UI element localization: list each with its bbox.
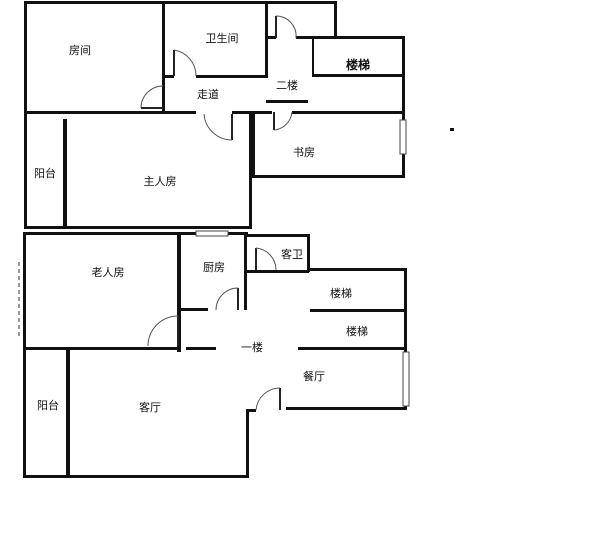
room-label-louti-a: 楼梯 xyxy=(330,286,352,300)
door xyxy=(275,15,297,39)
room-label-laorenfang: 老人房 xyxy=(92,266,125,279)
wall xyxy=(404,268,407,410)
wall xyxy=(252,175,404,178)
wall xyxy=(265,2,268,78)
room-label-zhurenfang: 主人房 xyxy=(144,175,177,188)
room-label-fangjian: 房间 xyxy=(69,44,91,57)
wall xyxy=(249,113,252,229)
room-label-erlou: 二楼 xyxy=(276,78,298,92)
wall xyxy=(24,232,248,235)
wall xyxy=(296,36,404,39)
room-label-keting: 客厅 xyxy=(139,400,161,414)
door xyxy=(255,387,281,411)
wall xyxy=(334,1,337,37)
room-label-louti-b: 楼梯 xyxy=(346,324,368,338)
door xyxy=(215,287,239,311)
lower-floor: 老人房 厨房 客卫 楼梯 楼梯 一楼 餐厅 阳台 客厅 xyxy=(18,230,410,478)
wall xyxy=(196,75,268,78)
upper-floor: 房间 卫生间 楼梯 二楼 走道 书房 阳台 主人房 xyxy=(24,1,454,229)
wall xyxy=(286,407,406,410)
wall xyxy=(23,232,26,478)
wall xyxy=(298,347,404,350)
wall xyxy=(402,36,405,178)
wall xyxy=(246,410,249,478)
wall xyxy=(244,234,310,237)
wall xyxy=(307,234,310,272)
wall xyxy=(177,234,181,352)
wall xyxy=(266,36,276,39)
room-label-weishengjian: 卫生间 xyxy=(206,31,239,45)
door xyxy=(203,113,233,141)
room-label-yilou: 一楼 xyxy=(241,340,263,354)
room-label-louti: 楼梯 xyxy=(346,57,370,72)
wall xyxy=(164,75,174,78)
door xyxy=(140,85,164,109)
room-label-shufang: 书房 xyxy=(293,146,315,159)
room-label-canting: 餐厅 xyxy=(303,369,325,383)
wall xyxy=(24,347,180,350)
window xyxy=(402,351,410,407)
wall xyxy=(186,347,216,350)
room-label-chufang: 厨房 xyxy=(203,261,225,274)
wall xyxy=(312,38,314,76)
wall xyxy=(66,350,70,476)
room-label-zoudao: 走道 xyxy=(197,87,219,101)
window xyxy=(195,230,229,237)
wall xyxy=(232,111,272,114)
wall xyxy=(162,2,165,114)
door xyxy=(173,49,197,77)
door xyxy=(273,111,293,131)
wall xyxy=(246,409,256,412)
room-label-kewei: 客卫 xyxy=(281,247,303,261)
wall xyxy=(24,2,27,228)
wall xyxy=(247,270,309,273)
wall xyxy=(312,74,402,77)
window xyxy=(399,119,407,155)
wall xyxy=(308,268,406,271)
room-label-yangtai: 阳台 xyxy=(34,166,56,180)
wall xyxy=(23,475,249,478)
wall xyxy=(24,226,252,229)
wall xyxy=(310,309,404,312)
wall xyxy=(266,100,308,103)
wall xyxy=(292,111,404,114)
door xyxy=(255,247,277,271)
wall xyxy=(24,111,196,114)
door xyxy=(147,315,179,347)
room-label-yangtai-1: 阳台 xyxy=(37,398,59,412)
wall xyxy=(252,113,255,177)
marker xyxy=(450,128,454,131)
wall xyxy=(244,234,247,310)
wall xyxy=(63,119,67,227)
wall xyxy=(24,1,336,4)
wall xyxy=(180,308,208,311)
